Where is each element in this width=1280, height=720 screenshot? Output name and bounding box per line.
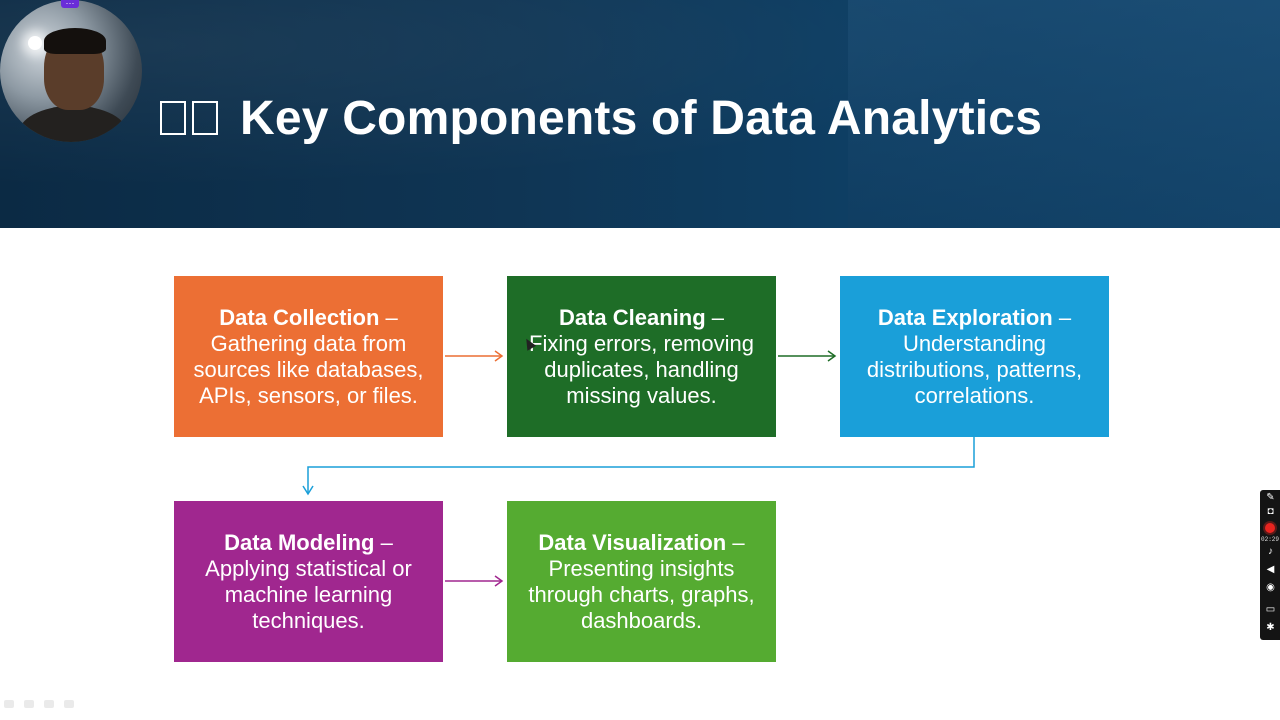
missing-glyph-icon [160, 101, 186, 135]
slide-nav-toolbar [4, 700, 74, 708]
next-icon[interactable] [64, 700, 74, 708]
title-banner: Key Components of Data Analytics [0, 0, 1280, 228]
recording-time: 02:29 [1261, 536, 1280, 543]
pen-tool-icon[interactable] [24, 700, 34, 708]
camera-icon[interactable]: ◘ [1267, 506, 1274, 517]
recorder-toolbar: ✎ ◘ 02:29 ♪ ◀ ◉ ▭ ✱ [1260, 490, 1280, 640]
screen-icon[interactable]: ▭ [1265, 604, 1276, 615]
component-separator: – [1052, 304, 1072, 330]
component-box-data-modeling: Data Modeling – Applying statistical or … [174, 501, 443, 662]
webcam-icon[interactable]: ◉ [1266, 582, 1275, 593]
slide-title-text: Key Components of Data Analytics [240, 91, 1043, 145]
banner-panel [848, 0, 1280, 228]
component-box-data-visualization: Data Visualization – Presenting insights… [507, 501, 776, 662]
component-description: Gathering data from sources like databas… [193, 330, 424, 408]
component-separator: – [705, 304, 725, 330]
arrow-collection-to-cleaning [445, 350, 504, 362]
component-heading: Data Exploration [877, 304, 1053, 330]
slide-title: Key Components of Data Analytics [160, 88, 1042, 148]
component-description: Presenting insights through charts, grap… [528, 555, 755, 633]
banner-shading [0, 0, 1280, 228]
arrow-modeling-to-visualization [445, 575, 504, 587]
ceiling-light [28, 36, 42, 50]
presenter-webcam[interactable] [0, 0, 142, 142]
missing-glyph-icon [192, 101, 218, 135]
arrow-cleaning-to-exploration [778, 350, 837, 362]
presenter-hair [44, 28, 106, 54]
pen-icon[interactable]: ✎ [1266, 492, 1275, 503]
settings-icon[interactable]: ✱ [1266, 622, 1275, 633]
component-box-data-exploration: Data Exploration – Understanding distrib… [840, 276, 1109, 437]
speaker-icon[interactable]: ◀ [1266, 564, 1275, 575]
microphone-icon[interactable]: ♪ [1268, 546, 1273, 557]
component-heading: Data Collection [219, 304, 380, 330]
component-description: Understanding distributions, patterns, c… [866, 330, 1083, 408]
component-box-data-collection: Data Collection – Gathering data from so… [174, 276, 443, 437]
component-separator: – [379, 304, 398, 330]
arrow-exploration-to-modeling [302, 437, 975, 496]
component-heading: Data Cleaning [558, 304, 706, 330]
component-heading: Data Visualization [538, 529, 727, 555]
previous-icon[interactable] [4, 700, 14, 708]
presenter-body [18, 106, 128, 142]
component-description: Fixing errors, removing duplicates, hand… [529, 330, 754, 408]
component-box-data-cleaning: Data Cleaning – Fixing errors, removing … [507, 276, 776, 437]
slides-grid-icon[interactable] [44, 700, 54, 708]
component-separator: – [374, 529, 393, 555]
component-description: Applying statistical or machine learning… [205, 555, 412, 633]
component-heading: Data Modeling [224, 529, 375, 555]
webcam-menu-button[interactable]: ··· [61, 0, 79, 8]
record-icon[interactable] [1265, 523, 1275, 533]
component-separator: – [726, 529, 745, 555]
